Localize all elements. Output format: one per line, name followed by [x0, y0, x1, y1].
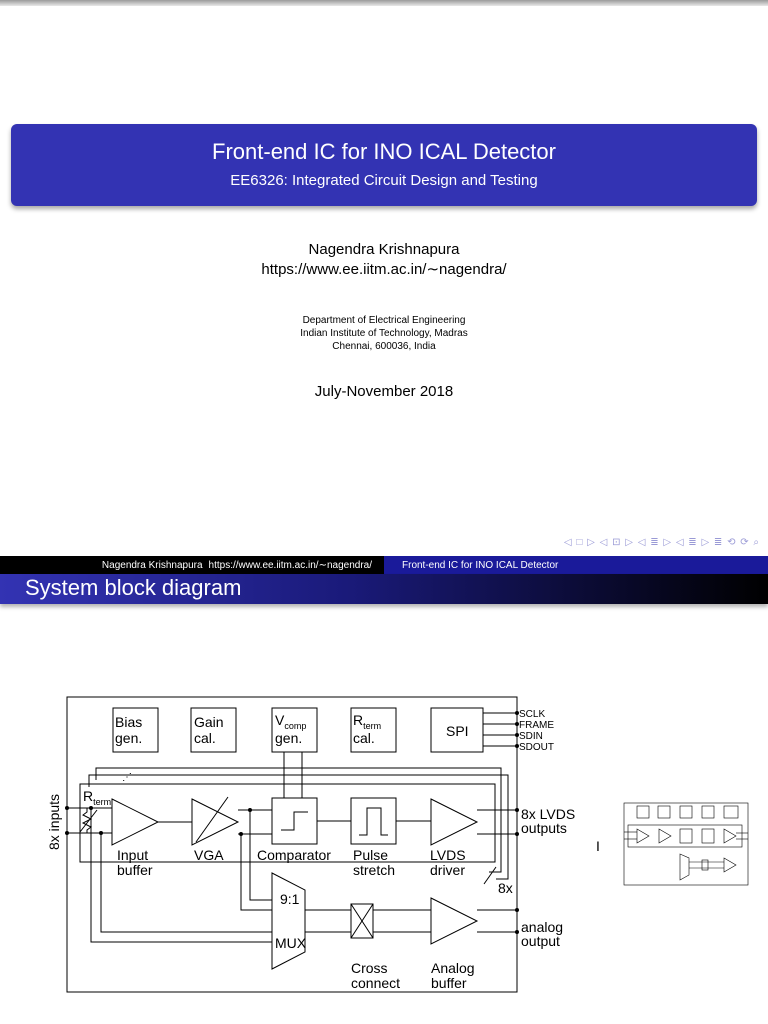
footer-url: https://www.ee.iitm.ac.in/∼nagendra/: [208, 559, 372, 571]
lvds-driver-label-2: driver: [430, 862, 465, 878]
presentation-title: Front-end IC for INO ICAL Detector: [212, 139, 556, 164]
pulse-stretch-block: [350, 797, 397, 845]
ellipsis-mark: ⋰: [122, 772, 132, 783]
diagram-thumbnail: [623, 802, 749, 886]
lvds-outputs-label-1: 8x LVDS: [521, 806, 575, 822]
author-name: Nagendra Krishnapura: [308, 241, 460, 258]
analog-buffer-label-2: buffer: [431, 975, 467, 991]
gain-label-1: Gain: [194, 714, 224, 730]
analog-output-label-1: analog: [521, 919, 563, 935]
inputs-label: 8x inputs: [46, 794, 62, 850]
gain-cal-block: [190, 707, 237, 753]
mux-symbol: [271, 872, 306, 970]
system-block-diagram: ⋰ Bias gen. Gain cal. Vcomp gen. Rterm c…: [46, 696, 575, 993]
vcomp-label-v: Vcomp: [275, 712, 306, 731]
footer-author: Nagendra Krishnapura: [101, 559, 203, 571]
bias-label-2: gen.: [115, 730, 142, 746]
channel-frame: [79, 783, 496, 863]
pulse-stretch-label-1: Pulse: [353, 847, 388, 863]
rterm-cal-block: [350, 707, 397, 753]
pin-sdout: SDOUT: [519, 742, 554, 753]
mux-label-1: 9:1: [280, 891, 300, 907]
title-box: Front-end IC for INO ICAL Detector EE632…: [11, 124, 757, 206]
vcomp-label-gen: gen.: [275, 730, 302, 746]
bias-gen-block: [112, 707, 159, 753]
input-buffer-symbol: [111, 798, 160, 846]
author-url[interactable]: https://www.ee.iitm.ac.in/∼nagendra/: [261, 261, 507, 278]
dept-line-2: Indian Institute of Technology, Madras: [300, 328, 468, 339]
dept-line-3: Chennai, 600036, India: [332, 341, 436, 352]
lvds-driver-label-1: LVDS: [430, 847, 466, 863]
analog-output-label-2: output: [521, 933, 560, 949]
rterm-label-cal: cal.: [353, 730, 375, 746]
footer-title: Front-end IC for INO ICAL Detector: [402, 559, 559, 571]
comparator-label: Comparator: [257, 847, 331, 863]
bias-label-1: Bias: [115, 714, 142, 730]
dept-line-1: Department of Electrical Engineering: [302, 315, 466, 326]
pin-sdin: SDIN: [519, 731, 543, 742]
frame-title: System block diagram: [25, 575, 242, 600]
spi-label: SPI: [446, 723, 469, 739]
footer-left: Nagendra Krishnapura https://www.ee.iitm…: [0, 556, 384, 574]
vga-symbol: [191, 798, 240, 846]
spi-block: [430, 707, 484, 753]
cross-connect-label-1: Cross: [351, 960, 388, 976]
analog-buffer-symbol: [430, 897, 479, 945]
vga-label: VGA: [194, 847, 224, 863]
input-buffer-label-1: Input: [117, 847, 148, 863]
cross-connect-block: [350, 903, 374, 939]
lvds-driver-symbol: [430, 798, 479, 846]
analog-buffer-label-1: Analog: [431, 960, 475, 976]
beamer-navigation-icons[interactable]: ◁ □ ▷ ◁ ⊡ ▷ ◁ ≣ ▷ ◁ ≣ ▷ ≣ ⟲ ⟳ ⌕: [563, 537, 760, 548]
vcomp-gen-block: [271, 707, 318, 753]
presentation-subtitle: EE6326: Integrated Circuit Design and Te…: [230, 172, 538, 189]
cross-connect-label-2: connect: [351, 975, 400, 991]
author-block: Nagendra Krishnapura https://www.ee.iitm…: [0, 240, 768, 280]
text-cursor: I: [596, 838, 600, 854]
pulse-stretch-label-2: stretch: [353, 862, 395, 878]
presentation-date: July-November 2018: [314, 383, 454, 400]
rterm-input-label: Rterm: [83, 788, 111, 807]
input-buffer-label-2: buffer: [117, 862, 153, 878]
mux-label-2: MUX: [275, 935, 307, 951]
frame-title-bar: System block diagram: [0, 574, 768, 604]
gain-label-2: cal.: [194, 730, 216, 746]
lvds-outputs-label-2: outputs: [521, 820, 567, 836]
eight-x-label: 8x: [498, 880, 513, 896]
rterm-label-r: Rterm: [353, 712, 381, 731]
slide-footer: Nagendra Krishnapura https://www.ee.iitm…: [0, 556, 768, 574]
pin-frame: FRAME: [519, 720, 554, 731]
footer-right: Front-end IC for INO ICAL Detector: [384, 556, 768, 574]
pin-sclk: SCLK: [519, 709, 545, 720]
department-block: Department of Electrical Engineering Ind…: [0, 314, 768, 353]
top-shade-bar: [0, 0, 768, 6]
